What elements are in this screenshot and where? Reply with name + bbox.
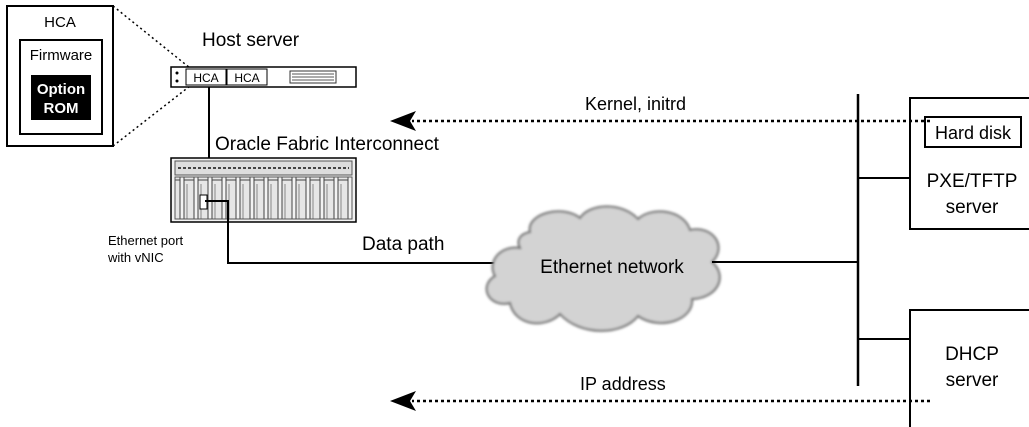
kernel-arrowhead [390,111,416,131]
ethernet-port-line1: Ethernet port [108,233,184,248]
fabric-interconnect [170,157,357,223]
kernel-initrd-flow [390,111,930,131]
ip-arrowhead [390,391,416,411]
option-rom-line2: ROM [44,100,79,117]
hca-card-2-label: HCA [234,71,259,85]
ethernet-network-cloud [485,205,721,332]
host-server-label: Host server [202,30,300,51]
option-rom-line1: Option [37,81,85,98]
dhcp-server [909,309,1029,427]
ip-address-flow [390,391,930,411]
hca-callout-title: HCA [44,14,76,31]
dhcp-server-line2: server [946,370,999,391]
data-path-line [205,200,495,264]
ip-address-label: IP address [580,374,666,394]
host-server: HCA HCA [170,66,357,88]
hca-card-1-label: HCA [193,71,218,85]
hca-card-1 [185,68,227,86]
hard-disk-label: Hard disk [935,123,1012,143]
option-rom-box [31,75,91,120]
ethernet-network-label: Ethernet network [540,257,684,278]
zoom-line-top [112,5,191,69]
pxe-server-line2: server [946,197,999,218]
kernel-initrd-label: Kernel, initrd [585,94,686,114]
ethernet-port-line2: with vNIC [107,250,164,265]
pxe-tftp-server [909,97,1029,230]
data-path-label: Data path [362,234,444,255]
firmware-label: Firmware [30,47,93,64]
hca-callout: HCA Firmware Option ROM [6,5,114,147]
dhcp-server-line1: DHCP [945,344,999,365]
pxe-server-line1: PXE/TFTP [927,171,1018,192]
zoom-line-bottom [112,85,191,147]
fabric-interconnect-label: Oracle Fabric Interconnect [215,134,440,155]
hard-disk-box [924,116,1022,148]
hca-card-2 [226,68,268,86]
